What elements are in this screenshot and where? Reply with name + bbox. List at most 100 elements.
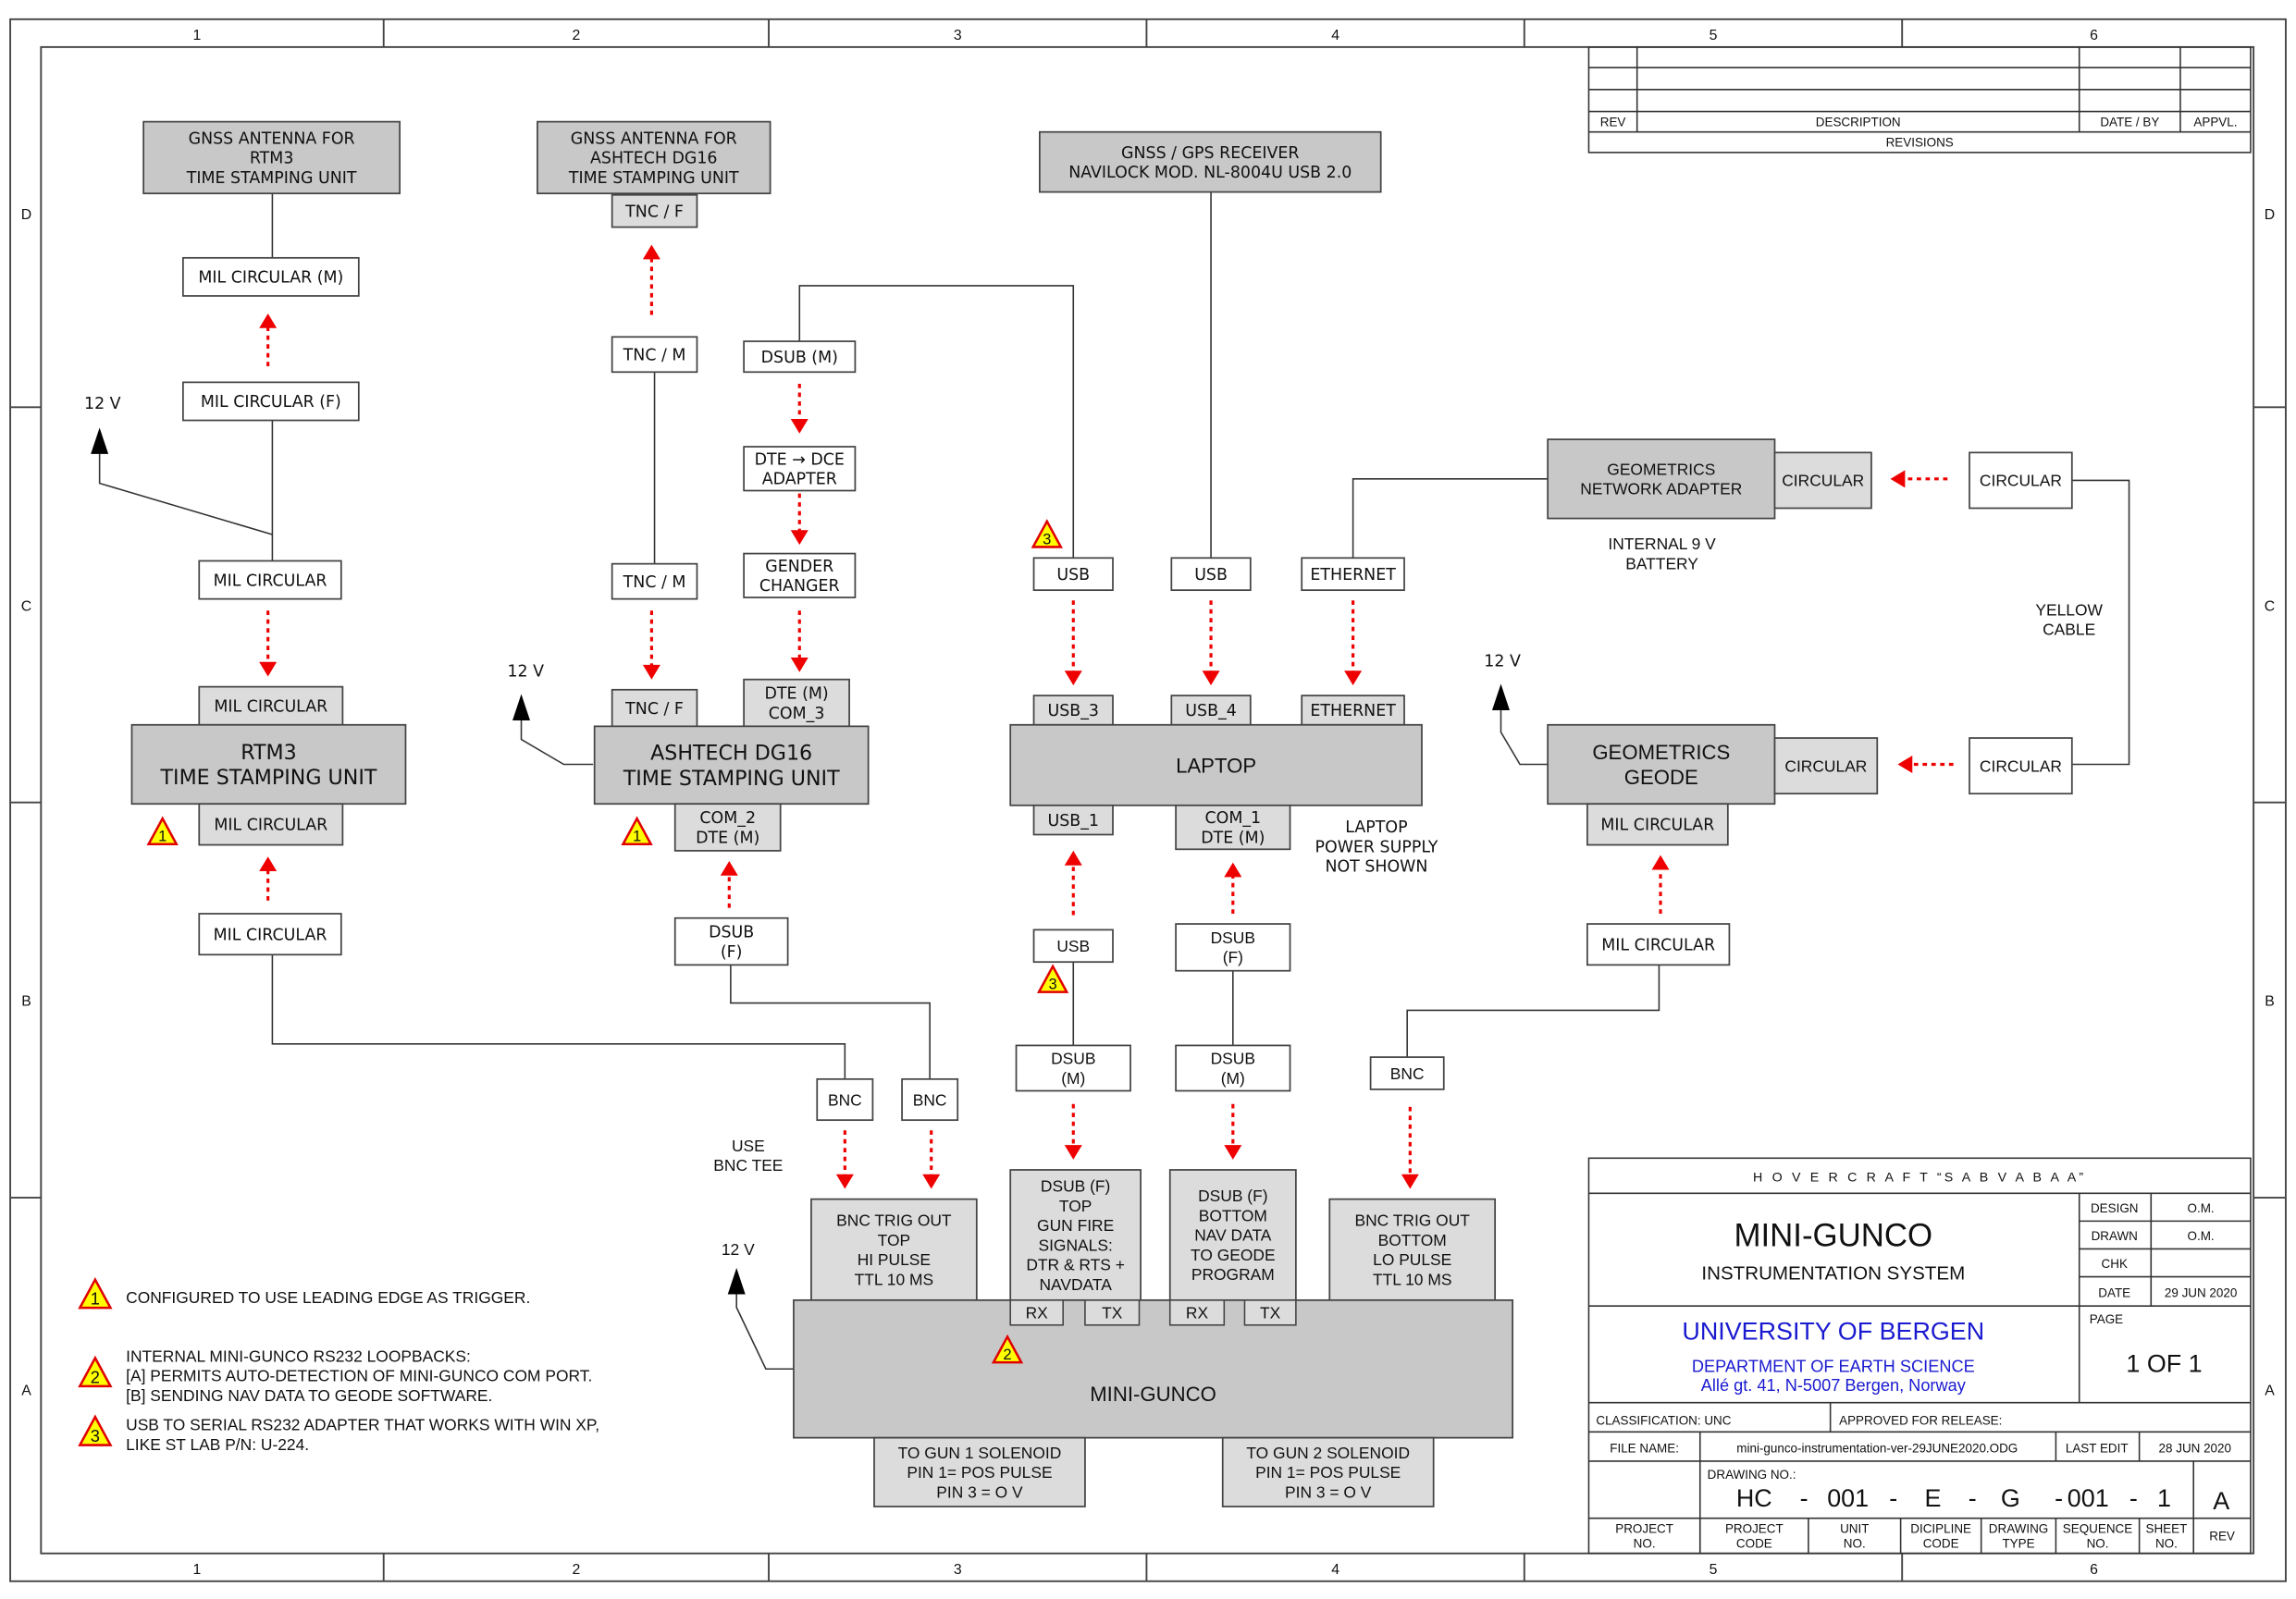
page-label: PAGE (2090, 1312, 2123, 1326)
classification: CLASSIFICATION: UNC (1596, 1413, 1731, 1427)
grid-column-label: 2 (572, 28, 580, 43)
battery-label: BATTERY (1625, 554, 1698, 572)
box-label: BNC (913, 1090, 947, 1109)
title-field-value: O.M. (2188, 1201, 2215, 1215)
footer-label: REV (2209, 1529, 2235, 1543)
box-label: TO GUN 2 SOLENOID (1246, 1444, 1410, 1462)
signal-arrow-icon (642, 244, 660, 315)
signal-arrow-icon (642, 610, 660, 680)
box-label: TIME STAMPING UNIT (568, 169, 739, 188)
box-label: TNC / F (624, 203, 684, 221)
footer-label: CODE (1736, 1536, 1772, 1550)
signal-arrow-icon (259, 313, 278, 366)
box-label: (F) (721, 943, 743, 962)
box-mil-circ-c: MIL CIRCULAR (198, 560, 342, 600)
box-tnc-m-1: TNC / M (611, 336, 698, 374)
yellow-cable-label: YELLOW (2035, 600, 2103, 619)
note-text: [A] PERMITS AUTO-DETECTION OF MINI-GUNCO… (126, 1367, 592, 1385)
university-name: UNIVERSITY OF BERGEN (1682, 1318, 1984, 1346)
box-label: NETWORK ADAPTER (1580, 480, 1742, 498)
laptop-power-label: NOT SHOWN (1325, 858, 1427, 877)
wire (98, 447, 273, 535)
drawing-no-part: HC (1736, 1484, 1772, 1512)
box-label: RTM3 (241, 741, 297, 765)
last-edit-label: LAST EDIT (2066, 1441, 2129, 1455)
box-label: CIRCULAR (1782, 472, 1864, 490)
signal-arrow-icon (1202, 600, 1220, 686)
box-label: USB_4 (1185, 702, 1237, 720)
box-label: GNSS ANTENNA FOR (571, 129, 737, 148)
box-label: GEOMETRICS (1607, 460, 1715, 478)
box-label: LAPTOP (1176, 754, 1256, 777)
voltage-label: 12 V (722, 1240, 755, 1259)
voltage-label: 12 V (507, 663, 544, 682)
footer-label: NO. (2087, 1536, 2109, 1550)
grid-column-label: 3 (954, 28, 962, 43)
port-tx1: TX (1084, 1299, 1141, 1326)
grid-column-label: 6 (2090, 28, 2098, 43)
box-lap-usb1: USB_1 (1032, 804, 1114, 836)
box-label: BOTTOM (1199, 1206, 1267, 1224)
note-text: INTERNAL MINI-GUNCO RS232 LOOPBACKS: (126, 1347, 471, 1365)
box-mil-circ-f: MIL CIRCULAR (F) (181, 381, 360, 422)
box-label: BNC (1390, 1064, 1425, 1083)
box-label: ASHTECH DG16 (650, 742, 812, 766)
signal-arrow-icon (259, 610, 278, 677)
box-rtm3-port-bot: MIL CIRCULAR (198, 803, 344, 846)
box-tnc-m-2: TNC / M (611, 562, 698, 600)
box-label: HI PULSE (858, 1250, 931, 1269)
signal-arrow-icon (1897, 756, 1954, 774)
box-bnc-2: BNC (901, 1077, 959, 1122)
wires (91, 191, 2130, 1371)
box-label: USB_1 (1048, 812, 1100, 830)
wire (1352, 478, 1549, 559)
port-rx2: RX (1168, 1299, 1226, 1326)
box-label: MIL CIRCULAR (F) (201, 393, 341, 412)
box-dsub-m-2: DSUB(M) (1175, 1044, 1291, 1092)
last-edit: 28 JUN 2020 (2159, 1441, 2231, 1455)
box-geode-circ: CIRCULAR (1773, 737, 1879, 795)
power-arrow-icon (91, 427, 109, 454)
revisions-header: APPVL. (2193, 115, 2237, 129)
box-bnc-1: BNC (816, 1077, 874, 1122)
title-field-label: CHK (2102, 1257, 2128, 1271)
box-label: COM_1 (1204, 809, 1261, 828)
approved-for-release: APPROVED FOR RELEASE: (1839, 1413, 2002, 1427)
title-field-value: 29 JUN 2020 (2165, 1286, 2237, 1300)
revisions-footer: REVISIONS (1886, 136, 1954, 150)
grid-row-label: A (21, 1384, 31, 1399)
box-label: MIL CIRCULAR (1600, 817, 1714, 835)
box-label: DTE → DCE (755, 450, 845, 469)
grid-column-label: 3 (954, 1562, 962, 1578)
signal-arrow-icon (1224, 1103, 1242, 1160)
box-label: PIN 1= POS PULSE (1255, 1463, 1401, 1482)
box-label: CHANGER (759, 577, 840, 596)
bnc-tee-label: USE (732, 1137, 765, 1155)
box-label: SIGNALS: (1038, 1236, 1112, 1254)
grid-column-label: 2 (572, 1562, 580, 1578)
box-ash-dte-com3: DTE (M)COM_3 (743, 678, 850, 728)
warning-triangle-icon: 1 (146, 816, 179, 846)
box-label: PROGRAM (1191, 1265, 1275, 1284)
warning-number: 2 (1003, 1346, 1011, 1363)
box-mil-circ-geode-b: MIL CIRCULAR (1586, 923, 1731, 966)
box-label: DSUB (M) (761, 349, 838, 367)
box-lap-usb4: USB_4 (1170, 695, 1252, 726)
signal-arrow-icon (1401, 1106, 1419, 1189)
laptop-power-label: LAPTOP (1345, 818, 1407, 837)
footer-label: NO. (1844, 1536, 1866, 1550)
warning-number: 1 (158, 828, 167, 845)
grid-column-label: 1 (193, 1562, 202, 1578)
port-tx2: TX (1243, 1299, 1297, 1326)
drawing-no-part: 001 (1827, 1484, 1869, 1512)
revisions-header: REV (1600, 115, 1626, 129)
